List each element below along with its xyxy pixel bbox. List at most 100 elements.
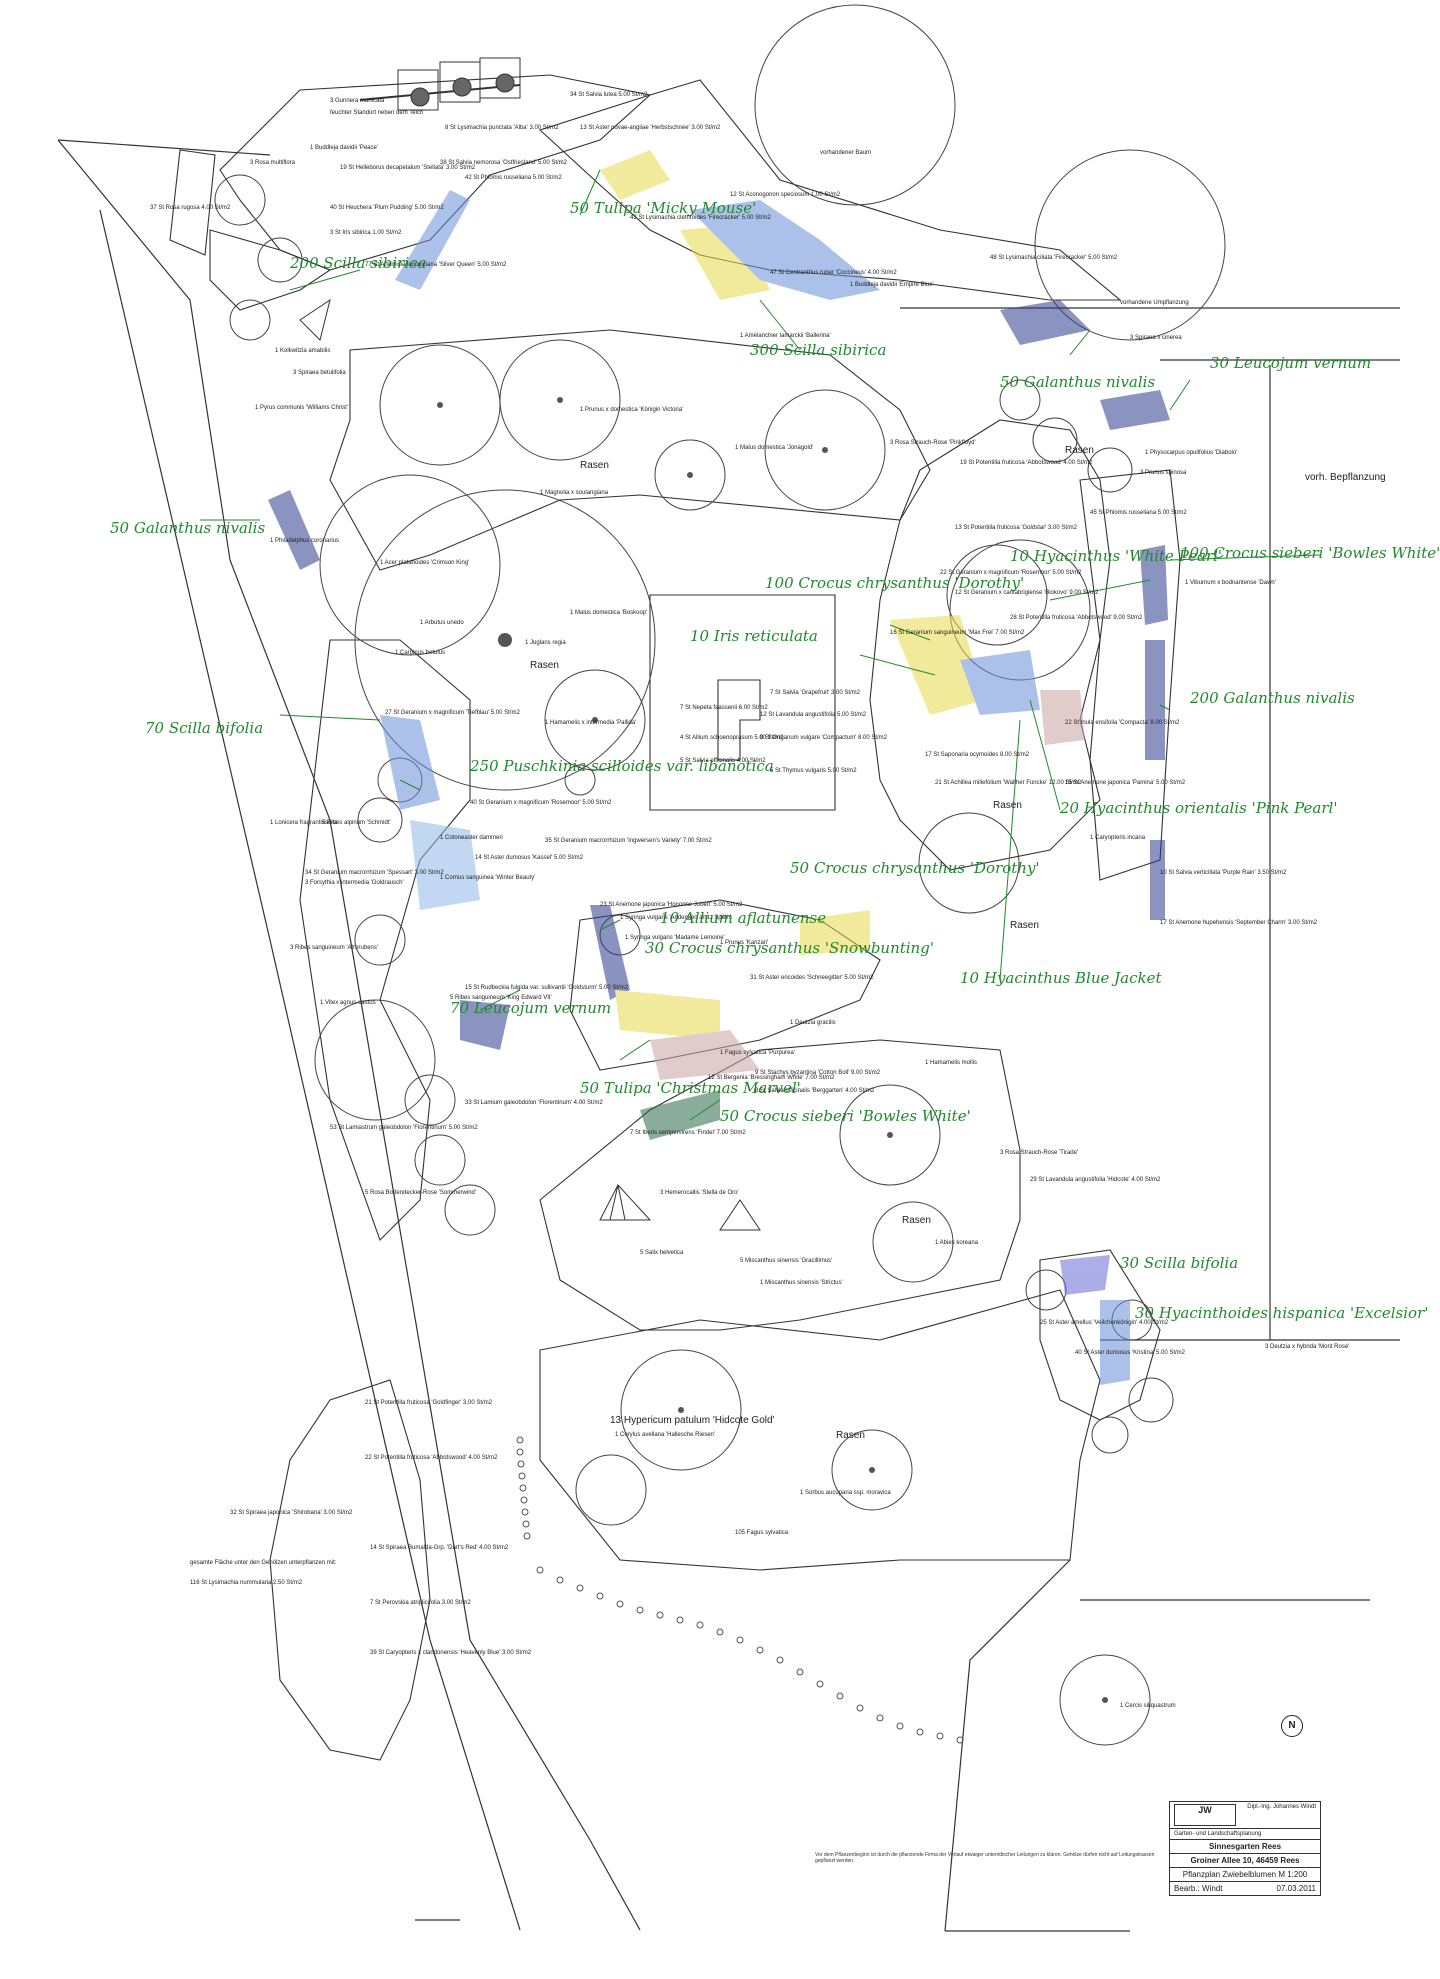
plant-label: 3 Prunus spinosa xyxy=(1140,470,1187,476)
plant-label: 7 St Nepeta faassenii 6.00 St/m2 xyxy=(680,705,768,711)
plant-label: 1 Buddleja davidii 'Empire Blue' xyxy=(850,282,934,288)
plant-label: 33 St Lamium galeobdolon 'Florentinum' 4… xyxy=(465,1100,603,1106)
plant-label: 8 St Origanum vulgare 'Compactum' 8.00 S… xyxy=(760,735,888,741)
plant-label: 1 Magnolia x soulangiana xyxy=(540,490,609,496)
plant-label: 21 St Achillea millefolium 'Walther Func… xyxy=(935,780,1082,786)
plant-label: 22 St Potentilla fruticosa 'Abbotswood' … xyxy=(365,1455,498,1461)
plant-label: 1 Caryopteris incana xyxy=(1090,835,1146,841)
lawn-label-3: Rasen xyxy=(1065,445,1094,456)
plant-label: 5 Miscanthus sinensis 'Gracillimus' xyxy=(740,1258,833,1264)
hand-note-galanthus-50b: 50 Galanthus nivalis xyxy=(110,519,266,537)
plant-label: 22 St Geranium x magnificum 'Rosemoor' 5… xyxy=(940,570,1082,576)
legal-note: Vor dem Pflanzenbeginn ist durch die pfl… xyxy=(815,1852,1155,1864)
plant-label: 39 St Caryopteris x clandonensis 'Heaven… xyxy=(370,1650,532,1656)
author: Bearb.: Windt xyxy=(1174,1884,1223,1893)
plant-label: 22 St Inula ensifolia 'Compacta' 8.00 St… xyxy=(1065,720,1180,726)
plant-label: 13 St Potentilla fruticosa 'Goldstar' 3.… xyxy=(955,525,1078,531)
plant-label: 10 St Salvia verticillata 'Purple Rain' … xyxy=(1160,870,1287,876)
gunnera-group xyxy=(359,57,521,111)
plant-label: 38 St Salvia nemorosa 'Ostfriesland' 5.0… xyxy=(440,160,568,166)
plant-label: 1 Hamamelis mollis xyxy=(925,1060,978,1066)
plant-label: 1 Malus domestica 'Boskoop' xyxy=(570,610,648,616)
plant-label: 40 St Heuchera 'Plum Pudding' 5.00 St/m2 xyxy=(330,205,444,211)
hand-note-iris: 10 Iris reticulata xyxy=(690,627,818,645)
office-sub: Garten- und Landschaftsplanung xyxy=(1170,1829,1320,1840)
plant-label: 1 Syringa vulgaris 'Andenken an L. Späth… xyxy=(620,915,732,921)
plant-label: 12 St Bergenia 'Bressingham White' 7.00 … xyxy=(708,1075,835,1081)
plant-label: 1 Syringa vulgaris 'Madame Lemoine' xyxy=(625,935,725,941)
title-block: JW Dipl.-Ing. Johannes Windt Garten- und… xyxy=(1169,1801,1321,1896)
plant-label: 1 Buddleja davidii 'Peace' xyxy=(310,145,379,151)
north-arrow-icon: N xyxy=(1281,1715,1303,1737)
plant-label: 17 St Anemone hupehensis 'September Char… xyxy=(1160,920,1318,926)
plant-label: 3 St Iris sibirica 1.00 St/m2 xyxy=(330,230,402,236)
plant-label: 47 St Centranthus ruber 'Coccineus' 4.00… xyxy=(770,270,897,276)
plant-label: 8 St Salvia officinalis 'Berggarten' 4.0… xyxy=(755,1088,875,1094)
plant-label: 9 St Stachys byzantina 'Cotton Boll' 9.0… xyxy=(755,1070,881,1076)
plant-label: 105 Fagus sylvatica xyxy=(735,1530,789,1536)
plant-label: 1 Prunus x domestica 'Königin Victoria' xyxy=(580,407,684,413)
plant-label: 25 St Aster amellus 'Veilchenkönigin' 4.… xyxy=(1040,1320,1169,1326)
plant-label: 53 St Lamiastrum galeobdolon 'Florentinu… xyxy=(330,1125,478,1131)
hand-note-hyacinthus-white: 10 Hyacinthus 'White Pearl' xyxy=(1010,547,1223,565)
plant-label: 48 St Lysimachia ciliata 'Firecracker' 5… xyxy=(990,255,1118,261)
plant-label: 3 Rosa multiflora xyxy=(250,160,296,166)
plant-label: 7 St Iberis sempervirens 'Findel' 7.00 S… xyxy=(630,1130,746,1136)
hand-note-scilla-300: 300 Scilla sibirica xyxy=(750,341,887,359)
hand-note-hyacinthus-pink: 20 Hyacinthus orientalis 'Pink Pearl' xyxy=(1060,799,1338,817)
office-logo-icon: JW xyxy=(1174,1804,1236,1826)
hand-note-leucojum-70: 70 Leucojum vernum xyxy=(450,999,612,1017)
hand-note-crocus-dorothy-50: 50 Crocus chrysanthus 'Dorothy' xyxy=(790,859,1040,877)
plant-label: 16 St Geranium sanguineum 'Max Frei' 7.0… xyxy=(890,630,1025,636)
plant-label: 1 Philadelphus coronarius xyxy=(270,538,340,544)
plant-label: 3 Rosa Strauch-Rose 'Pinkfloyd' xyxy=(890,440,976,446)
plant-label: 8 St Lysimachia punctata 'Alba' 3.00 St/… xyxy=(445,125,559,131)
plant-label: 13 St Aster novae-angliae 'Herbstschnee'… xyxy=(580,125,721,131)
plant-label: 4 St Allium schoenoprasum 5.00 St/m2 xyxy=(680,735,784,741)
plant-label: 5 Rosa Bodendecker-Rose 'Sommerwind' xyxy=(365,1190,477,1196)
plant-label: 12 St Aconogonon speciosum 1.00 St/m2 xyxy=(730,192,841,198)
plant-label: 5 Ribes alpinum 'Schmidt' xyxy=(322,820,391,826)
plant-label: 21 St Potentilla fruticosa 'Goldfinger' … xyxy=(365,1400,493,1406)
garden-plan xyxy=(57,4,1400,1932)
plant-label: 1 Prunus 'Kanzan' xyxy=(720,940,769,946)
plant-label: 43 St Lysimachia clethroides 'Firecracke… xyxy=(630,215,771,221)
lawn-label-5: Rasen xyxy=(1010,920,1039,931)
plant-label: 1 Miscanthus sinensis 'Strictus' xyxy=(760,1280,843,1286)
hand-note-scilla-200: 200 Scilla sibirica xyxy=(290,254,427,272)
plant-label: 3 Hemerocallis 'Stella de Oro' xyxy=(660,1190,739,1196)
plant-label: 1 Physocarpus opulifolius 'Diabolo' xyxy=(1145,450,1238,456)
plant-label: 31 St Aster ericoides 'Schneegitter' 5.0… xyxy=(750,975,874,981)
plant-label: 1 Arbutus unedo xyxy=(420,620,464,626)
plant-label: 3 Ribes sanguineum 'Atrorubens' xyxy=(290,945,379,951)
plant-label: 15 St Rudbeckia fulgida var. sullivantii… xyxy=(465,985,629,991)
plant-label: 28 St Potentilla fruticosa 'Abbotswood' … xyxy=(1010,615,1143,621)
hand-note-galanthus-50a: 50 Galanthus nivalis xyxy=(1000,373,1156,391)
plant-label: 1 Juglans regia xyxy=(525,640,566,646)
plant-label: 5 St Salvia officinalis 4.00 St/m2 xyxy=(680,758,766,764)
office-name: Dipl.-Ing. Johannes Windt xyxy=(1247,1804,1316,1810)
plan-title: Pflanzplan Zwiebelblumen M 1:200 xyxy=(1170,1868,1320,1882)
plant-label: 5 Salix helvetica xyxy=(640,1250,684,1256)
plant-label: 1 Amelanchier lamarckii 'Ballerina' xyxy=(740,333,831,339)
plant-label: 1 Abies koreana xyxy=(935,1240,979,1246)
plant-label: 17 St Saponaria ocymoides 8.00 St/m2 xyxy=(925,752,1030,758)
title-block-header: JW Dipl.-Ing. Johannes Windt xyxy=(1170,1802,1320,1829)
tree-centres xyxy=(437,397,1108,1703)
hedge-beads xyxy=(516,1436,964,1744)
plant-label: gesamte Fläche unter den Gehölzen unterp… xyxy=(190,1560,337,1566)
existing-planting-label: vorh. Bepflanzung xyxy=(1305,472,1386,483)
plant-label: 116 St Lysimachia nummularia 2.50 St/m2 xyxy=(190,1580,303,1586)
plant-label: 3 Gunnera manicata xyxy=(330,98,385,104)
plant-label: 42 St Phlomis russeliana 5.00 St/m2 xyxy=(465,175,562,181)
plant-label: 34 St Geranium macrorrhizum 'Spessart' 3… xyxy=(305,870,444,876)
plant-label: 1 Pyrus communis 'Williams Christ' xyxy=(255,405,348,411)
plant-label: 1 Hamamelis x intermedia 'Pallida' xyxy=(545,720,637,726)
bulb-hatching xyxy=(268,150,1170,1385)
plant-label: 37 St Rosa rugosa 4.00 St/m2 xyxy=(150,205,231,211)
hand-note-crocus-dorothy-100: 100 Crocus chrysanthus 'Dorothy' xyxy=(765,574,1025,592)
hand-note-hyacinthus-blue: 10 Hyacinthus Blue Jacket xyxy=(960,969,1162,987)
plant-label: 45 St Phlomis russeliana 5.00 St/m2 xyxy=(1090,510,1187,516)
plant-label: 77 St Artemisia ludoviciana 'Silver Quee… xyxy=(365,262,507,268)
hand-note-tulipa-christmas: 50 Tulipa 'Christmas Marvel' xyxy=(580,1079,801,1097)
